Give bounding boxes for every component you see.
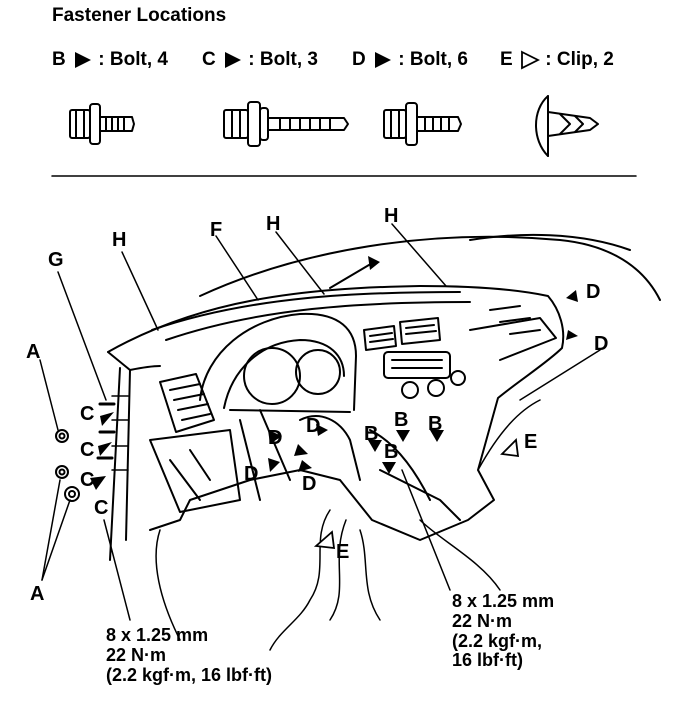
legend-letter: D: [352, 49, 366, 71]
legend-text: : Bolt, 4: [98, 49, 168, 71]
legend-text: : Clip, 2: [545, 49, 614, 71]
callout-h: H: [266, 213, 281, 235]
callout-a: A: [26, 341, 41, 363]
callout-b: B: [364, 423, 379, 445]
torque-spec-right: 8 x 1.25 mm 22 N·m (2.2 kgf·m, 16 lbf·ft…: [452, 591, 555, 671]
torque-size: 8 x 1.25 mm: [106, 625, 209, 645]
filled-arrow-icon: [375, 52, 392, 68]
page-title: Fastener Locations: [52, 5, 227, 26]
legend-letter: C: [202, 49, 216, 71]
torque-nm: 22 N·m: [106, 644, 167, 665]
clip-e-icon: [535, 95, 599, 157]
callout-e: E: [336, 541, 350, 563]
callout-d: D: [586, 281, 601, 303]
legend-bolt-c: C : Bolt, 3: [202, 50, 318, 70]
filled-arrow-icon: [75, 52, 92, 68]
legend-bolt-d: D : Bolt, 6: [352, 50, 468, 70]
callout-e: E: [524, 431, 538, 453]
legend-clip-e: E : Clip, 2: [500, 50, 614, 70]
callout-d: D: [306, 415, 321, 437]
callout-a: A: [30, 583, 45, 605]
torque-imperial-cont: 16 lbf·ft): [452, 650, 523, 671]
callout-c: C: [80, 469, 95, 491]
callout-f: F: [210, 219, 223, 241]
torque-spec-left: 8 x 1.25 mm 22 N·m (2.2 kgf·m, 16 lbf·ft…: [106, 625, 273, 685]
bolt-b-icon: [69, 103, 135, 145]
callout-d: D: [244, 463, 259, 485]
callout-b: B: [394, 409, 409, 431]
callout-c: C: [94, 497, 109, 519]
callout-d: D: [268, 427, 283, 449]
legend-text: : Bolt, 3: [248, 49, 318, 71]
callout-c: C: [80, 403, 95, 425]
torque-nm: 22 N·m: [452, 610, 513, 631]
bolt-d-icon: [383, 102, 462, 146]
callout-b: B: [428, 413, 443, 435]
legend-bolt-b: B : Bolt, 4: [52, 50, 168, 70]
filled-arrow-icon: [225, 52, 242, 68]
torque-imperial: (2.2 kgf·m, 16 lbf·ft): [106, 664, 273, 685]
bolt-c-icon: [223, 101, 349, 147]
torque-size: 8 x 1.25 mm: [452, 591, 555, 611]
callout-h: H: [112, 229, 127, 251]
callout-d: D: [594, 333, 609, 355]
callout-g: G: [48, 249, 64, 271]
outline-arrow-icon: [521, 50, 540, 70]
callout-b: B: [384, 441, 399, 463]
torque-imperial: (2.2 kgf·m,: [452, 630, 543, 651]
callout-h: H: [384, 205, 399, 227]
legend-letter: B: [52, 49, 66, 71]
legend-letter: E: [500, 49, 513, 71]
legend-text: : Bolt, 6: [398, 49, 468, 71]
callout-d: D: [302, 473, 317, 495]
callout-c: C: [80, 439, 95, 461]
